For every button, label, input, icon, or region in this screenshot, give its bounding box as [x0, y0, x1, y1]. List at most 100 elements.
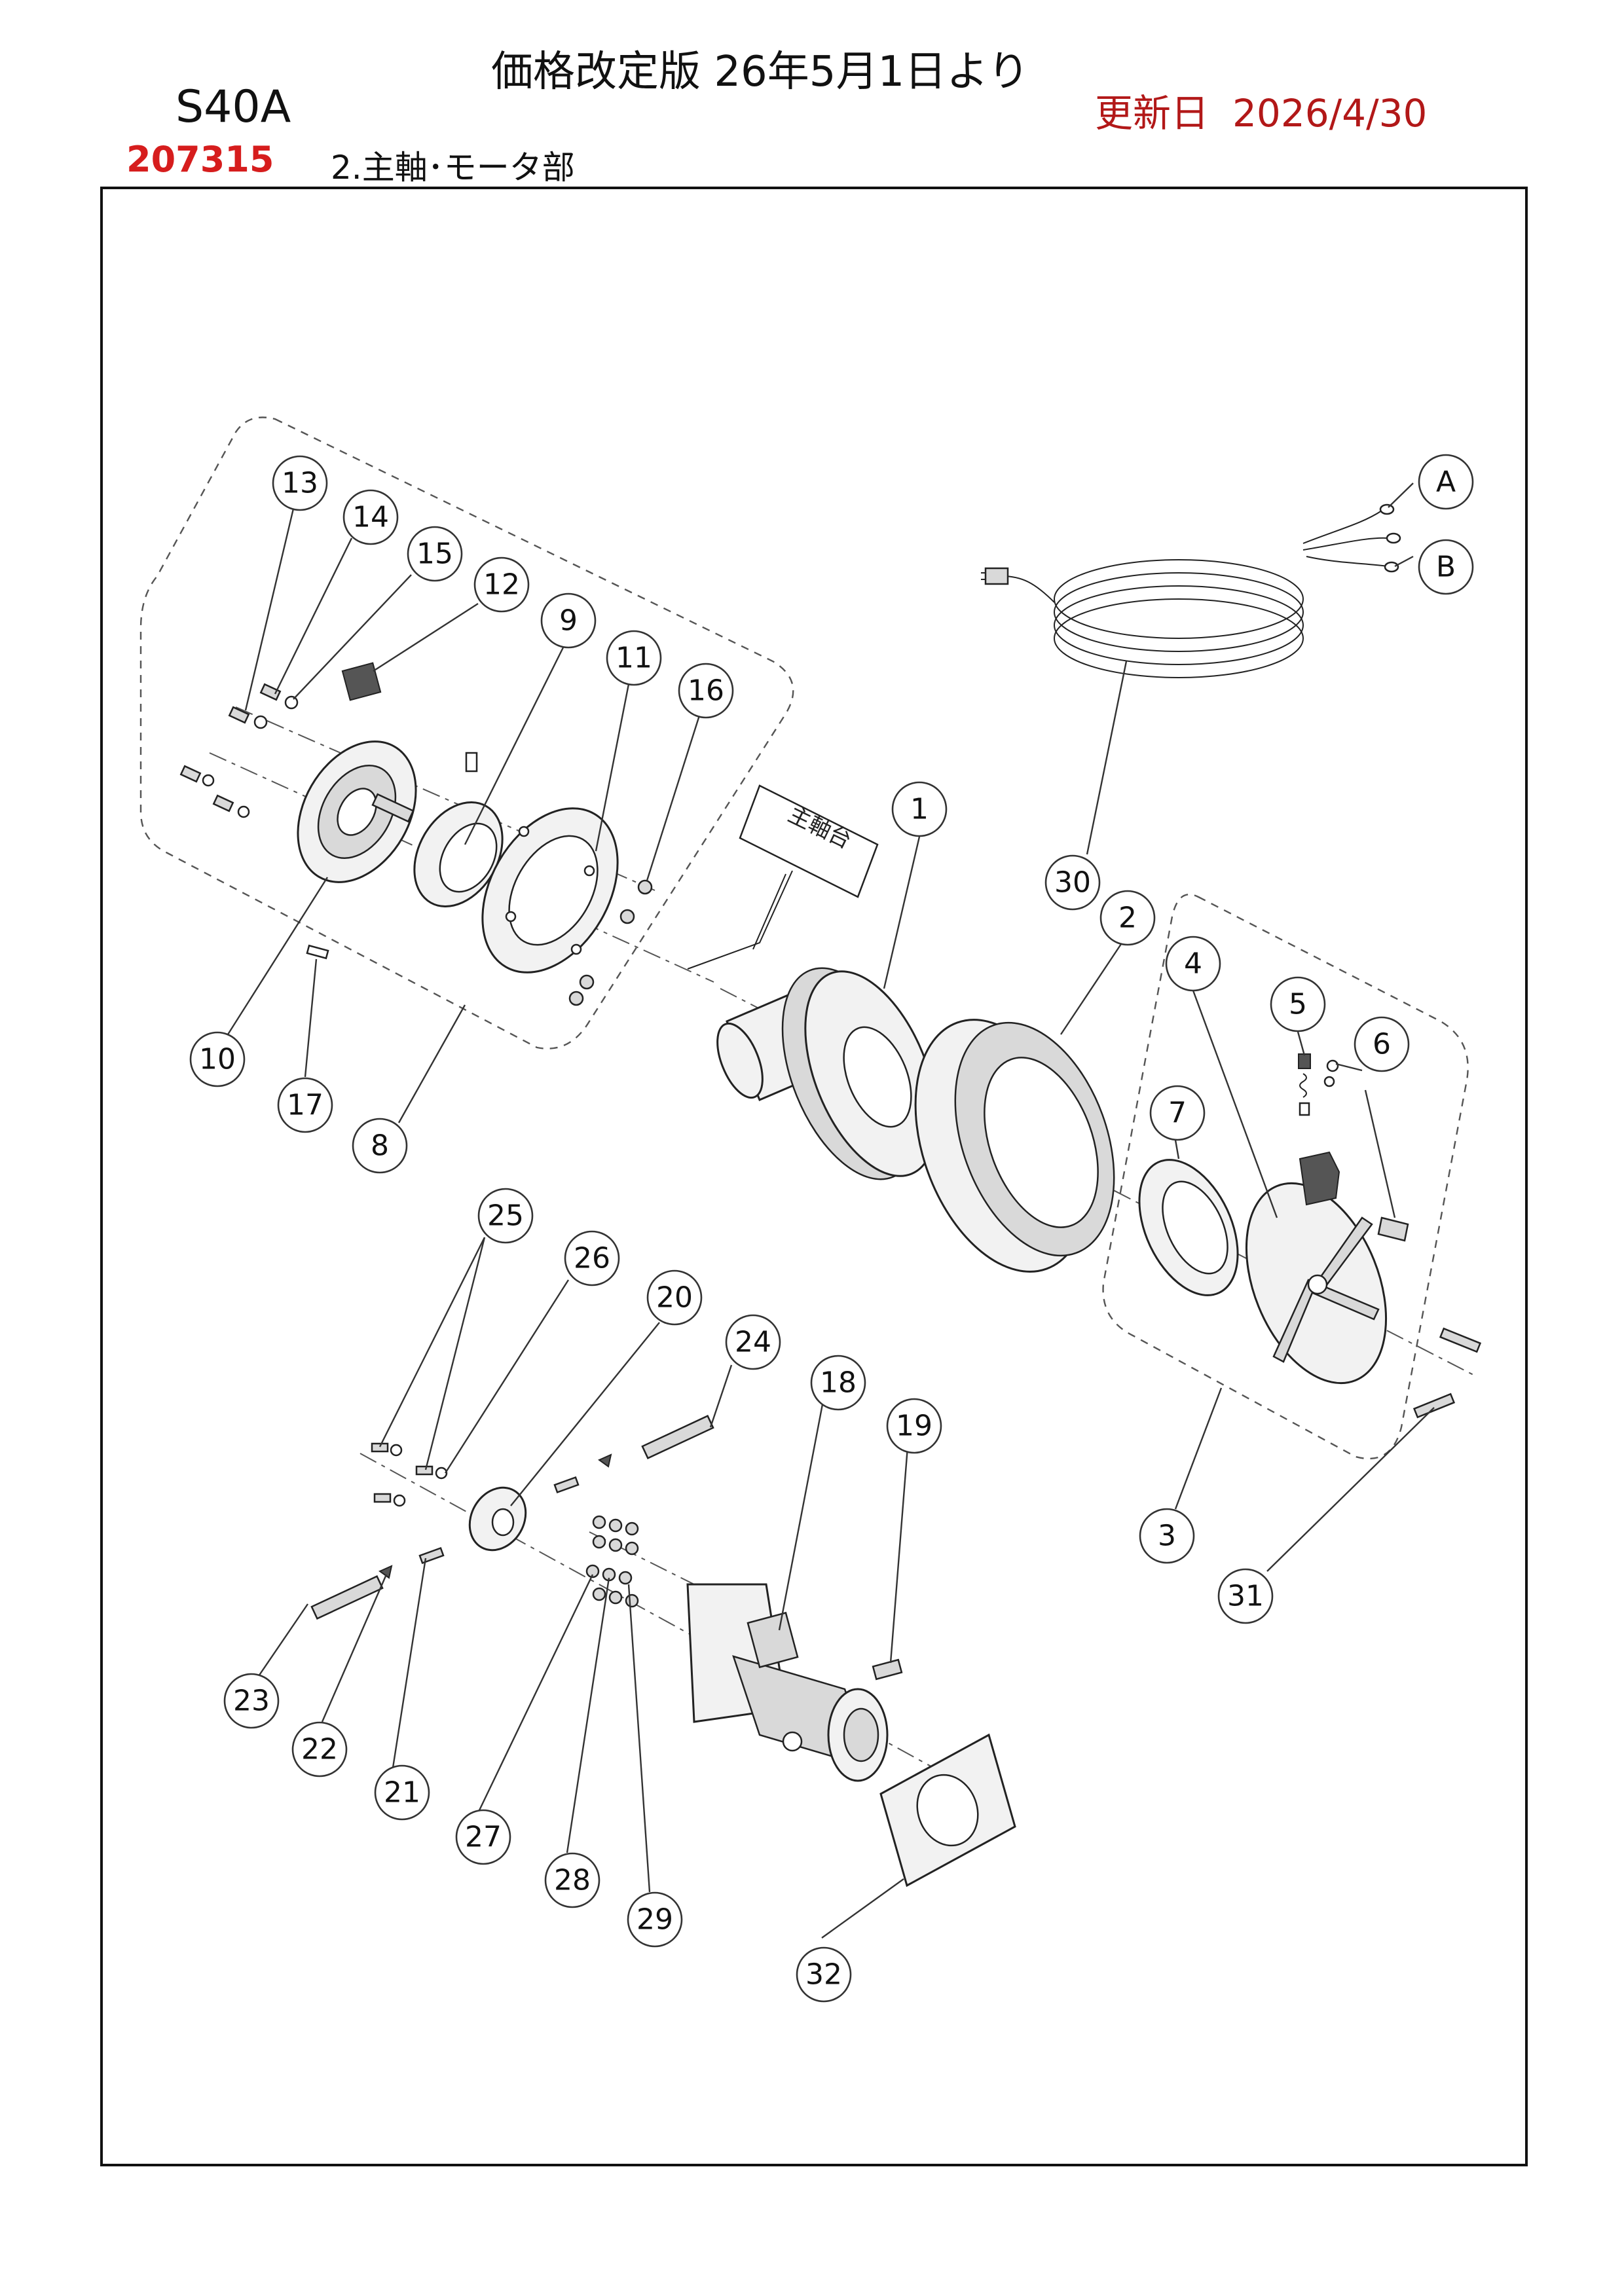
- section-title: 2.主軸･モータ部: [331, 149, 575, 187]
- svg-text:1: 1: [910, 793, 929, 826]
- svg-text:30: 30: [1054, 866, 1091, 900]
- part-12-key: [341, 662, 382, 701]
- callout-12: 12: [473, 556, 530, 613]
- callout-28: 28: [544, 1852, 600, 1908]
- page-title: 価格改定版 26年5月1日より: [491, 48, 1029, 96]
- svg-text:28: 28: [554, 1864, 591, 1897]
- part-10-housing: [297, 740, 417, 883]
- callout-9: 9: [540, 592, 597, 649]
- svg-text:2: 2: [1118, 902, 1137, 935]
- part-20-flange: [468, 1486, 527, 1552]
- svg-text:13: 13: [282, 467, 318, 500]
- svg-text:32: 32: [805, 1958, 842, 1992]
- callout-A: A: [1418, 454, 1474, 510]
- part-32-plate: [879, 1733, 1016, 1887]
- svg-text:29: 29: [637, 1903, 673, 1937]
- svg-text:24: 24: [735, 1326, 771, 1359]
- callout-19: 19: [886, 1398, 942, 1454]
- part-17-pin: [306, 944, 329, 960]
- callout-16: 16: [678, 663, 734, 719]
- diagram-frame: [100, 187, 1528, 2166]
- callout-11: 11: [606, 630, 662, 686]
- svg-text:23: 23: [233, 1685, 270, 1718]
- model-name: S40A: [175, 81, 291, 133]
- part-9-ring: [413, 752, 504, 907]
- svg-text:27: 27: [465, 1821, 502, 1854]
- svg-text:17: 17: [287, 1089, 323, 1122]
- callout-13: 13: [272, 455, 328, 511]
- svg-text:4: 4: [1184, 947, 1202, 981]
- callout-7: 7: [1149, 1085, 1206, 1141]
- part-18-motor: [686, 1583, 889, 1782]
- callout-23: 23: [223, 1673, 280, 1729]
- svg-text:8: 8: [371, 1129, 389, 1163]
- svg-text:A: A: [1436, 465, 1456, 499]
- svg-text:22: 22: [301, 1733, 338, 1766]
- callout-10: 10: [189, 1031, 246, 1087]
- part-7-ring: [1138, 1159, 1239, 1296]
- svg-text:7: 7: [1168, 1097, 1187, 1130]
- svg-text:10: 10: [199, 1043, 236, 1076]
- part-2-housing: [914, 1019, 1115, 1273]
- callout-17: 17: [277, 1077, 333, 1133]
- leader-lines: [227, 483, 1435, 1939]
- callout-5: 5: [1270, 976, 1326, 1032]
- part-11-plate: [481, 807, 619, 974]
- part-30-power-cord: [981, 503, 1401, 678]
- svg-text:19: 19: [896, 1410, 932, 1443]
- axis-line-motor: [360, 1453, 970, 1788]
- svg-text:18: 18: [820, 1366, 857, 1400]
- svg-text:12: 12: [483, 568, 520, 602]
- svg-text:16: 16: [688, 674, 724, 708]
- svg-text:20: 20: [656, 1281, 693, 1315]
- callout-14: 14: [342, 489, 399, 545]
- callout-1: 1: [891, 781, 948, 837]
- callout-22: 22: [291, 1721, 348, 1777]
- svg-text:9: 9: [559, 604, 578, 638]
- callout-20: 20: [646, 1269, 703, 1326]
- svg-text:14: 14: [352, 501, 389, 534]
- callout-15: 15: [407, 526, 463, 582]
- svg-text:31: 31: [1227, 1580, 1264, 1613]
- callout-2: 2: [1099, 890, 1156, 946]
- svg-text:26: 26: [574, 1242, 610, 1275]
- part-31-bolts: [1412, 1327, 1482, 1419]
- part-1-spindle: [716, 967, 938, 1180]
- callout-29: 29: [627, 1891, 683, 1948]
- headstock-leader: [687, 870, 793, 970]
- callout-4: 4: [1165, 936, 1221, 992]
- updated-date-value: 2026/4/30: [1232, 91, 1428, 136]
- callout-18: 18: [810, 1355, 866, 1411]
- svg-text:11: 11: [616, 642, 652, 675]
- callout-6: 6: [1354, 1016, 1410, 1072]
- svg-text:3: 3: [1158, 1520, 1176, 1553]
- updated-label: 更新日: [1095, 91, 1209, 136]
- headstock-label-box: [739, 784, 879, 898]
- callout-24: 24: [725, 1314, 781, 1370]
- updated-date: 更新日 2026/4/30: [1095, 82, 1427, 137]
- callout-3: 3: [1139, 1508, 1195, 1564]
- part-code: 207315: [126, 139, 274, 180]
- part-16-nuts: [568, 879, 653, 1006]
- callout-25: 25: [477, 1188, 534, 1244]
- callout-30: 30: [1044, 854, 1101, 911]
- callout-26: 26: [564, 1230, 620, 1286]
- svg-text:21: 21: [384, 1776, 420, 1810]
- part-19-connector: [872, 1658, 903, 1681]
- callout-8: 8: [352, 1118, 408, 1174]
- svg-text:6: 6: [1373, 1028, 1391, 1061]
- callout-21: 21: [374, 1764, 430, 1821]
- screw-group-top: [179, 683, 299, 818]
- part-4-chuck: [1245, 1182, 1388, 1385]
- callout-B: B: [1418, 539, 1474, 595]
- callout-32: 32: [796, 1946, 852, 2003]
- svg-text:15: 15: [416, 538, 453, 571]
- svg-text:5: 5: [1289, 988, 1307, 1021]
- part-23-rod: [310, 1575, 384, 1620]
- svg-text:25: 25: [487, 1199, 524, 1233]
- svg-text:B: B: [1436, 551, 1456, 584]
- part-24-rod: [641, 1415, 714, 1459]
- callout-31: 31: [1217, 1568, 1274, 1624]
- callout-27: 27: [455, 1809, 511, 1865]
